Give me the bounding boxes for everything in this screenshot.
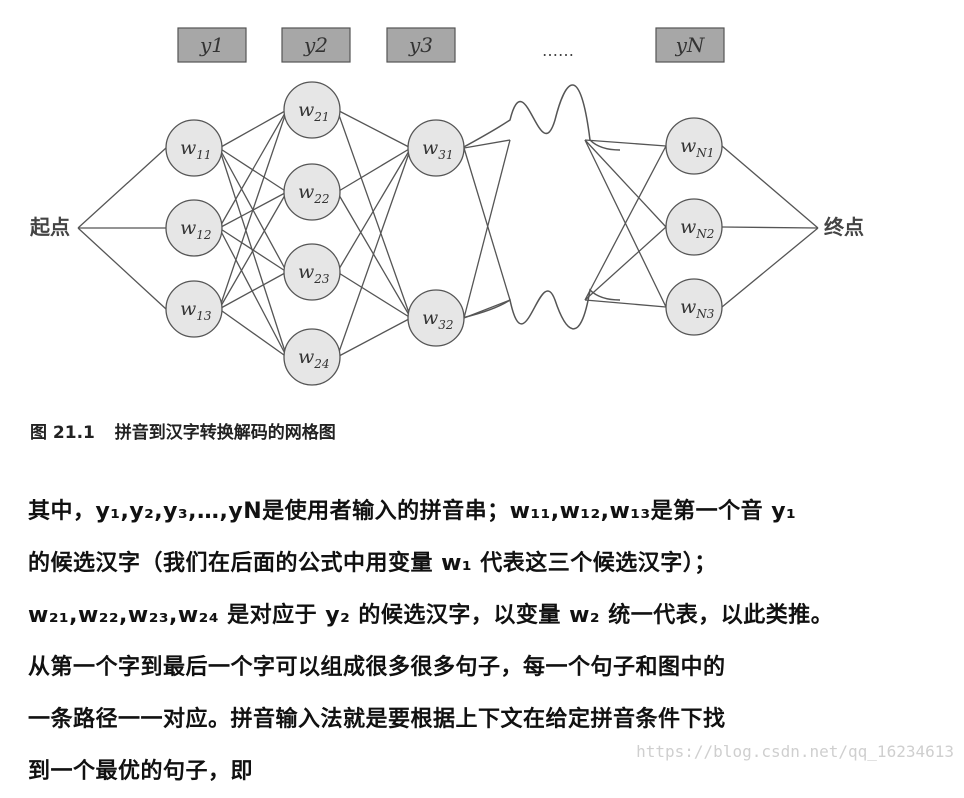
lattice-edge <box>721 226 819 229</box>
lattice-edge <box>584 139 667 228</box>
wave-connector-top <box>461 84 621 151</box>
lattice-edge <box>336 191 412 319</box>
lattice-edge <box>721 227 819 308</box>
lattice-edge <box>463 147 511 301</box>
lattice-edge <box>336 147 412 358</box>
node-label: w12 <box>180 217 212 242</box>
ellipsis: …… <box>542 41 574 60</box>
lattice-node-w13: w13 <box>165 280 223 338</box>
end-label: 终点 <box>824 215 864 239</box>
lattice-edge <box>463 139 511 319</box>
lattice-node-wN2: wN2 <box>665 198 723 256</box>
watermark: https://blog.csdn.net/qq_16234613 <box>636 742 954 761</box>
paragraph-line: 一条路径一一对应。拼音输入法就是要根据上下文在给定拼音条件下找 <box>28 707 726 732</box>
lattice-node-w23: w23 <box>283 243 341 301</box>
lattice-edge <box>336 147 412 193</box>
lattice-edge <box>336 109 412 319</box>
lattice-node-w24: w24 <box>283 328 341 386</box>
node-label: w32 <box>422 307 454 332</box>
lattice-edge <box>336 271 412 319</box>
node-label: w24 <box>298 346 330 371</box>
node-label: wN1 <box>680 135 714 160</box>
lattice-edge <box>218 109 288 149</box>
figure-caption: 图 21.1 拼音到汉字转换解码的网格图 <box>30 418 336 443</box>
paragraph-line: 的候选汉字（我们在后面的公式中用变量 w₁ 代表这三个候选汉字）； <box>28 551 717 576</box>
lattice-edge <box>218 308 288 358</box>
paragraph-line: w₂₁,w₂₂,w₂₃,w₂₄ 是对应于 y₂ 的候选汉字，以变量 w₂ 统一代… <box>28 603 834 628</box>
lattice-edge <box>463 139 511 149</box>
lattice-edge <box>721 145 819 229</box>
node-label: wN3 <box>680 296 715 321</box>
obs-box-y1: y1 <box>177 27 247 63</box>
obs-label: y2 <box>303 33 328 57</box>
obs-label: y1 <box>199 33 224 57</box>
lattice-edge <box>218 271 288 310</box>
node-label: w11 <box>180 137 212 162</box>
paragraph: 其中，y₁,y₂,y₃,…,yN是使用者输入的拼音串；w₁₁,w₁₂,w₁₃是第… <box>28 486 938 798</box>
observation-boxes: y1 y2 y3 yN <box>177 27 725 63</box>
obs-box-yN: yN <box>655 27 725 63</box>
lattice-edges <box>77 109 819 358</box>
node-label: w13 <box>180 298 212 323</box>
node-label: w22 <box>298 181 330 206</box>
lattice-edge <box>218 147 288 358</box>
lattice-edge <box>218 109 288 310</box>
lattice-edge <box>584 139 667 147</box>
obs-label: yN <box>675 33 706 57</box>
node-label: w23 <box>298 261 330 286</box>
lattice-diagram: y1 y2 y3 yN …… 起点 终点 w11w12w13w21w22w23w… <box>29 27 864 386</box>
lattice-edge <box>77 147 167 229</box>
node-label: wN2 <box>680 216 714 241</box>
lattice-edge <box>218 191 288 310</box>
obs-box-y2: y2 <box>281 27 351 63</box>
paragraph-line: 其中，y₁,y₂,y₃,…,yN是使用者输入的拼音串；w₁₁,w₁₂,w₁₃是第… <box>28 499 797 524</box>
lattice-edge <box>77 227 167 310</box>
lattice-node-w32: w32 <box>407 289 465 347</box>
lattice-edge <box>584 226 667 301</box>
lattice-node-w21: w21 <box>283 81 341 139</box>
lattice-node-wN3: wN3 <box>665 278 723 336</box>
lattice-edge <box>584 299 667 308</box>
lattice-edge <box>218 109 288 229</box>
lattice-edge <box>336 109 412 149</box>
lattice-edge <box>584 145 667 301</box>
node-label: w21 <box>298 99 330 124</box>
wave-connector-bottom <box>461 288 621 330</box>
lattice-node-w22: w22 <box>283 163 341 221</box>
lattice-edge <box>218 227 288 358</box>
lattice-edge <box>336 147 412 273</box>
lattice-edge <box>336 317 412 358</box>
figure-title: 拼音到汉字转换解码的网格图 <box>114 423 336 443</box>
lattice-node-w12: w12 <box>165 199 223 257</box>
figure-number: 图 21.1 <box>30 423 95 443</box>
obs-box-y3: y3 <box>386 27 456 63</box>
obs-label: y3 <box>408 33 433 57</box>
paragraph-line: 从第一个字到最后一个字可以组成很多很多句子，每一个句子和图中的 <box>28 655 726 680</box>
lattice-node-wN1: wN1 <box>665 117 723 175</box>
node-label: w31 <box>422 137 454 162</box>
lattice-node-w31: w31 <box>407 119 465 177</box>
start-label: 起点 <box>29 215 70 239</box>
lattice-node-w11: w11 <box>165 119 223 177</box>
lattice-nodes: w11 w12 w13 w21 w22 w23 w24 w31 w32 wN1 wN2 wN3 <box>165 81 723 386</box>
